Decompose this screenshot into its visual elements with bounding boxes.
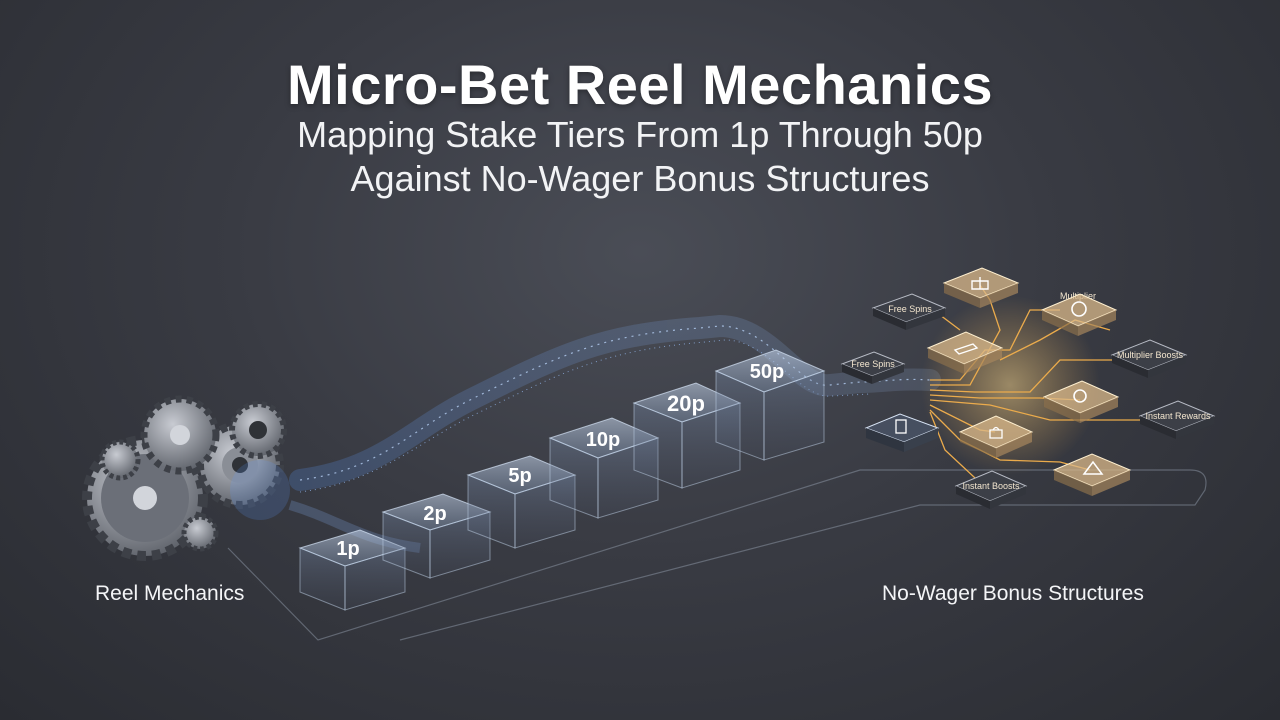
triangle-icon: [1082, 460, 1104, 475]
bonus-node-instant-rewards: Instant Rewards: [1138, 400, 1216, 439]
diagram-title: Micro-Bet Reel Mechanics: [287, 53, 993, 116]
gear-icon: [181, 514, 219, 552]
document-icon: [895, 419, 907, 434]
diagram-subtitle-line1: Mapping Stake Tiers From 1p Through 50p: [297, 114, 983, 155]
bonus-node-label: Free Spins: [888, 304, 932, 314]
bonus-node-label: Free Spins: [851, 359, 895, 369]
stake-tier-label: 20p: [667, 391, 705, 416]
bonus-node-label: Instant Boosts: [962, 481, 1020, 491]
bonus-node-target: [1040, 293, 1118, 336]
bonus-node-label: Multiplier Boosts: [1117, 350, 1184, 360]
stake-tier-label: 50p: [750, 361, 784, 383]
bonus-node-free-spins-2: Free Spins: [840, 351, 906, 384]
stake-tier-boxes: 1p 2p 5p 10p 20p: [298, 349, 826, 611]
gift-icon: [971, 277, 989, 290]
diagram-subtitle-line2: Against No-Wager Bonus Structures: [350, 158, 930, 199]
bonus-node-triangle: [1052, 453, 1132, 496]
bonus-node-label: Instant Rewards: [1145, 411, 1211, 421]
target-icon: [1071, 301, 1087, 317]
bag-icon: [989, 426, 1003, 439]
bonus-node-bag: [958, 415, 1034, 458]
gear-icon: [229, 401, 287, 459]
bonus-node-coin: [1042, 380, 1120, 423]
bonus-node-gift: [942, 267, 1020, 308]
no-wager-bonus-label: No-Wager Bonus Structures: [882, 582, 1144, 605]
bonus-node-document: [864, 413, 940, 452]
stake-tier-label: 10p: [586, 429, 620, 451]
coin-icon: [1073, 389, 1087, 403]
reel-mechanics-label: Reel Mechanics: [95, 582, 245, 605]
gear-icon: [140, 395, 220, 475]
stake-tier-label: 5p: [508, 465, 531, 487]
stake-tier-label: 1p: [336, 538, 359, 560]
gears-cluster: [82, 395, 290, 561]
bonus-node-free-spins: Free Spins: [871, 293, 947, 330]
ticket-icon: [953, 343, 979, 355]
bonus-node-instant-boosts: Instant Boosts: [954, 470, 1028, 509]
bonus-node-ticket: [926, 331, 1004, 374]
stake-box-1p: 1p: [298, 529, 407, 611]
bonus-node-multiplier-boosts: Multiplier Boosts: [1110, 339, 1188, 378]
gear-icon: [99, 439, 141, 481]
stake-tier-label: 2p: [423, 503, 446, 525]
stake-box-50p: 50p: [714, 349, 826, 461]
bonus-nodes: Free Spins Multiplier Multiplier: [840, 267, 1216, 509]
